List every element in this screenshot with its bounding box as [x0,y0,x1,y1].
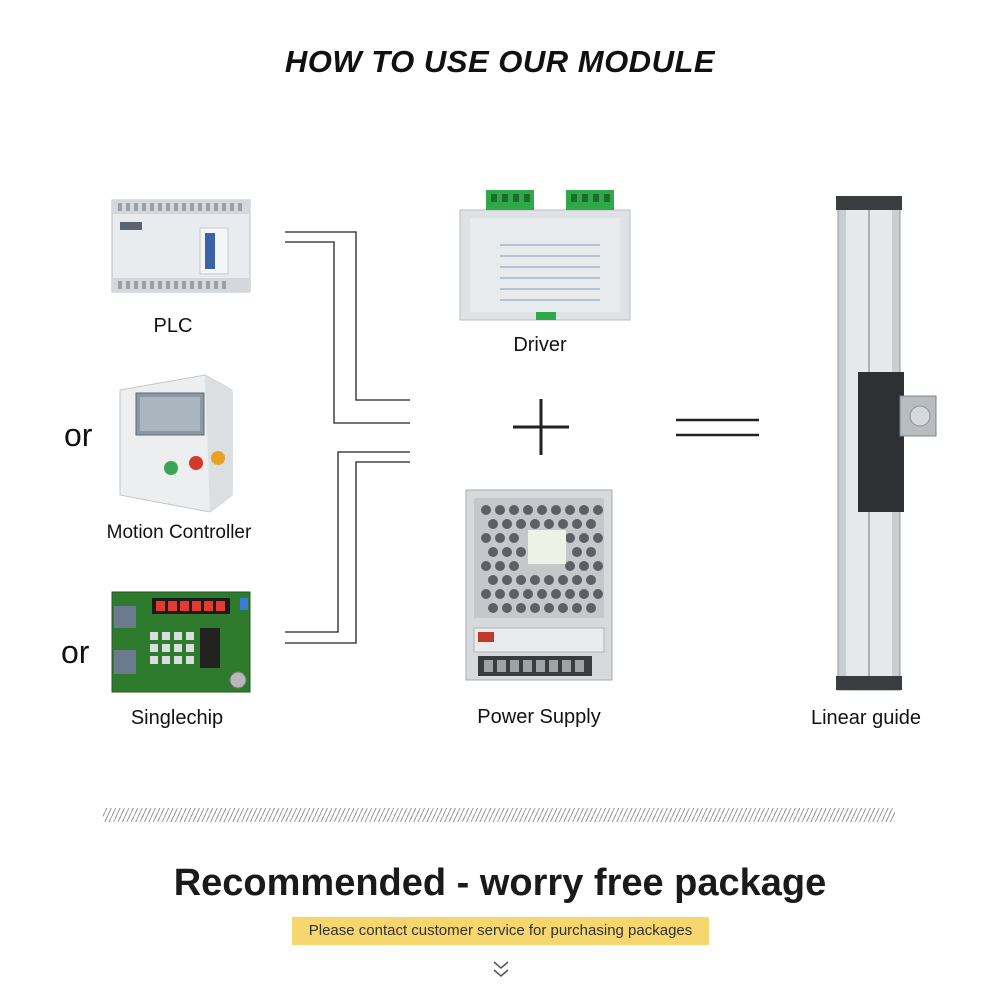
power-supply-label: Power Supply [477,706,601,728]
driver-label: Driver [513,334,567,356]
motion-controller-image [119,374,233,513]
singlechip-label: Singlechip [130,707,224,729]
linear-guide-label: Linear guide [810,707,922,729]
plus-icon [513,399,569,455]
linear-guide-image [836,196,937,691]
motion-controller-label: Motion Controller [106,522,252,543]
power-supply-image [465,489,613,681]
contact-banner: Please contact customer service for purc… [292,917,709,945]
hatched-divider [103,808,895,822]
recommended-title: Recommended - worry free package [173,862,827,904]
chevron-double-down-icon [493,961,509,977]
page-title: HOW TO USE OUR MODULE [284,44,716,79]
or-label: or [64,417,93,453]
equals-icon [676,418,759,437]
plc-label: PLC [153,315,193,337]
driver-image [459,190,631,321]
singlechip-image [111,591,251,693]
connector-lines [285,231,410,644]
or-label: or [61,634,90,670]
plc-image [111,199,251,293]
